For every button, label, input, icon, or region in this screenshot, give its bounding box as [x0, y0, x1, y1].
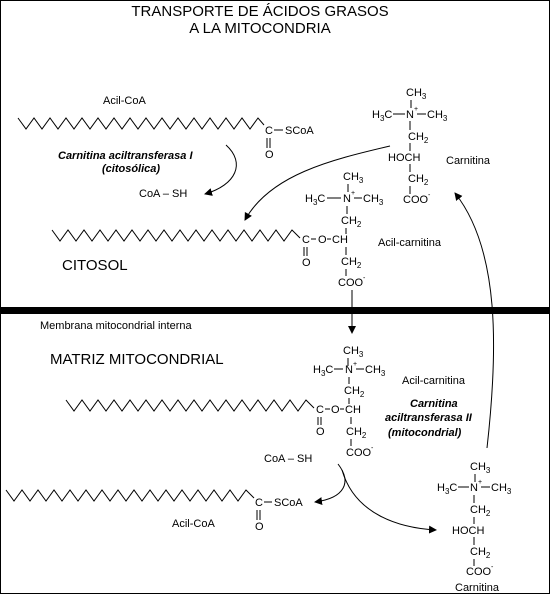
carnitine1-coo-minus: -	[428, 192, 431, 199]
cat1-label-line-2: (citosólica)	[102, 163, 160, 175]
cat2-label-line-2: aciltransferasa II	[385, 412, 473, 424]
acylcarn2-ch: CH	[345, 404, 361, 416]
acylcarn2-o: O	[331, 404, 340, 416]
acylcarn2-carbonyl-o: O	[316, 426, 325, 438]
carnitine1-h3c: H3C	[372, 109, 392, 123]
arrow-coa-sh-to-acylcoa	[314, 463, 346, 506]
carnitine2-coo: COO	[466, 566, 492, 578]
acylcarn2-ch3-right: CH3	[365, 364, 386, 378]
arrow-carnitine-to-acylcarnitine	[244, 145, 391, 221]
acyl-coa-top-scoa: SCoA	[285, 125, 314, 137]
acyl-coa-top-c: C	[265, 125, 273, 137]
acyl-coa-bottom-o: O	[255, 521, 264, 533]
carnitine2-ch2b: CH2	[470, 546, 491, 560]
acyl-coa-top-o: O	[265, 149, 274, 161]
acylcarn1-label: Acil-carnitina	[378, 237, 442, 249]
acylcarn2-c: C	[316, 404, 324, 416]
cat2-label-line-1: Carnitina	[410, 398, 458, 410]
acylcarn1-ch3-right: CH3	[363, 193, 384, 207]
acyl-coa-chain-top	[17, 117, 265, 130]
acylcarn1-ch2a: CH2	[341, 215, 362, 229]
acylcarn2-ch2a: CH2	[344, 385, 365, 399]
acylcarn1-carbonyl-o: O	[302, 257, 311, 269]
acylcarn2-n: N	[345, 364, 353, 376]
coa-sh-label-top: CoA – SH	[139, 188, 187, 200]
arrow-to-carnitine-bottom	[341, 469, 437, 534]
carnitine1-ch2a: CH2	[408, 131, 429, 145]
cat1-label-line-1: Carnitina aciltransferasa I	[58, 150, 193, 162]
carnitine2-label: Carnitina	[455, 582, 500, 594]
acyl-coa-bottom-scoa: SCoA	[274, 497, 303, 509]
carnitine1-ch2b: CH2	[408, 173, 429, 187]
carnitine1-n: N	[406, 109, 414, 121]
acylcarn1-o: O	[318, 234, 327, 246]
carnitine1-coo: COO	[403, 194, 429, 206]
title-line-2: A LA MITOCONDRIA	[189, 20, 330, 37]
acylcarn2-ch3-top: CH3	[343, 345, 364, 359]
acylcarn2-coo: COO	[346, 447, 372, 459]
carnitine2-n: N	[470, 482, 478, 494]
acylcarn1-n: N	[343, 193, 351, 205]
acyl-coa-chain-bottom	[5, 489, 255, 502]
acyl-coa-label-bottom: Acil-CoA	[172, 518, 215, 530]
carnitine1-label: Carnitina	[446, 155, 491, 167]
acylcarn1-coo: COO	[338, 277, 364, 289]
carnitine1-ch3-right: CH3	[427, 109, 448, 123]
carnitine2-h3c: H3C	[437, 482, 457, 496]
acylcarn1-coo-minus: -	[363, 275, 366, 282]
acylcarn1-ch2b: CH2	[341, 256, 362, 270]
acylcarn1-chain	[51, 229, 301, 242]
acylcarn1-n-plus: +	[351, 190, 355, 197]
acylcarn2-ch2b: CH2	[346, 426, 367, 440]
acylcarn2-chain	[65, 399, 315, 412]
acylcarn1-ch: CH	[332, 234, 348, 246]
carnitine1-hoch: HOCH	[388, 152, 420, 164]
arrow-carnitine-return	[454, 192, 495, 449]
acylcarn1-c: C	[302, 234, 310, 246]
acylcarn2-h3c: H3C	[313, 364, 333, 378]
acylcarn1-h3c: H3C	[305, 193, 325, 207]
arrow-coa-sh-release	[204, 144, 237, 196]
acyl-coa-label-top: Acil-CoA	[103, 95, 146, 107]
carnitine1-ch3-top: CH3	[406, 87, 427, 101]
carnitine2-coo-minus: -	[491, 564, 494, 571]
carnitine1-n-plus: +	[414, 106, 418, 113]
inner-membrane-bar	[0, 307, 550, 314]
matrix-label: MATRIZ MITOCONDRIAL	[50, 351, 224, 368]
acylcarn2-n-plus: +	[353, 361, 357, 368]
membrane-label: Membrana mitocondrial interna	[40, 320, 193, 332]
carnitine2-hoch: HOCH	[452, 525, 484, 537]
acylcarn2-coo-minus: -	[371, 445, 374, 452]
carnitine2-ch3-top: CH3	[470, 461, 491, 475]
title-line-1: TRANSPORTE DE ÁCIDOS GRASOS	[131, 3, 388, 20]
cat2-label-line-3: (mitocondrial)	[388, 427, 462, 439]
acylcarn1-ch3-top: CH3	[343, 171, 364, 185]
cytosol-label: CITOSOL	[62, 257, 128, 274]
carnitine2-ch3-right: CH3	[491, 482, 512, 496]
acylcarn2-label: Acil-carnitina	[402, 375, 466, 387]
coa-sh-label-bottom: CoA – SH	[264, 453, 312, 465]
acyl-coa-bottom-c: C	[255, 497, 263, 509]
carnitine2-ch2a: CH2	[470, 504, 491, 518]
carnitine2-n-plus: +	[478, 479, 482, 486]
